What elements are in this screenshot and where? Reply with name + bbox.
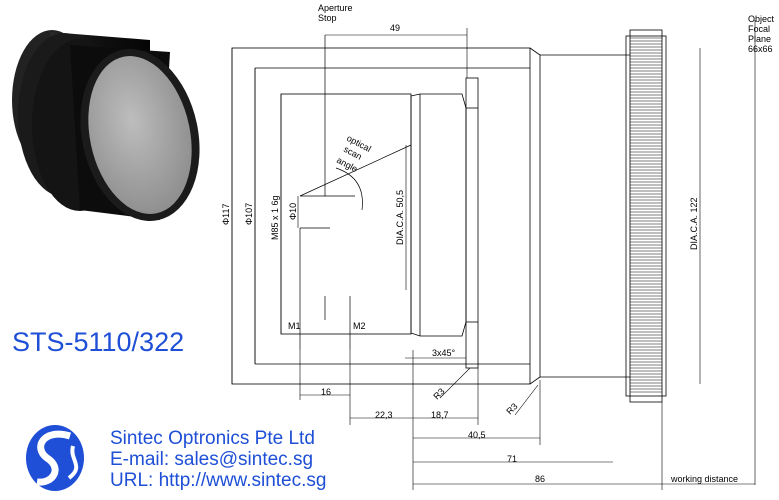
dim-49: 49 bbox=[390, 23, 400, 33]
object-plane-label-3: Plane bbox=[748, 34, 771, 44]
dim-71: 71 bbox=[507, 454, 517, 464]
company-email: E-mail: sales@sintec.sg bbox=[110, 449, 314, 470]
dim-117: Φ117 bbox=[221, 203, 231, 225]
knurling bbox=[630, 37, 662, 393]
dim-thread: M85 x 1 6g bbox=[270, 195, 280, 240]
dim-r3-b: R3 bbox=[504, 401, 519, 416]
dim-10: Φ10 bbox=[288, 203, 298, 220]
dim-22-3: 22,3 bbox=[375, 410, 393, 420]
object-plane-label-2: Focal bbox=[748, 24, 770, 34]
mirror-m2: M2 bbox=[353, 321, 366, 331]
dim-40-5: 40,5 bbox=[468, 430, 486, 440]
dim-18-7: 18,7 bbox=[431, 410, 449, 420]
dim-ca-122: DIA.C.A. 122 bbox=[689, 197, 699, 250]
aperture-label-1: Aperture bbox=[318, 3, 353, 13]
dim-r3-a: R3 bbox=[431, 386, 446, 401]
aperture-label-2: Stop bbox=[318, 13, 337, 23]
dimension-lines bbox=[231, 20, 756, 490]
model-number: STS-5110/322 bbox=[12, 327, 185, 357]
front-ring bbox=[629, 29, 663, 403]
mirror-m1: M1 bbox=[288, 321, 301, 331]
company-url: URL: http://www.sintec.sg bbox=[110, 470, 327, 491]
lens-photo bbox=[12, 30, 200, 221]
company-name: Sintec Optronics Pte Ltd bbox=[110, 428, 315, 449]
dim-16: 16 bbox=[321, 387, 331, 397]
dim-ca-505: DIA.C.A. 50,5 bbox=[395, 190, 405, 245]
dim-chamfer: 3x45° bbox=[432, 348, 456, 358]
object-plane-label-1: Object bbox=[748, 14, 775, 24]
dim-86: 86 bbox=[535, 474, 545, 484]
dim-107: Φ107 bbox=[244, 203, 254, 225]
lens-glass bbox=[88, 56, 192, 214]
working-distance-label: working distance bbox=[670, 474, 738, 484]
sintec-logo bbox=[26, 425, 84, 491]
object-plane-label-4: 66x66 bbox=[748, 44, 773, 54]
